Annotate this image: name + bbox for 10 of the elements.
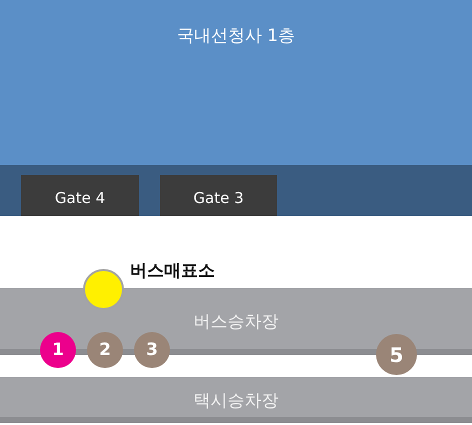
gate-sign: Gate 3: [160, 175, 277, 216]
circle-marker-icon: [83, 269, 124, 310]
gate-sign: Gate 4: [21, 175, 139, 216]
numbered-marker: 2: [87, 332, 123, 368]
numbered-marker: 5: [376, 334, 417, 375]
building-title: 국내선청사 1층: [176, 25, 296, 47]
terminal-building: [0, 0, 472, 216]
taxi-platform-band: 택시승차장: [0, 377, 472, 423]
numbered-marker: 1: [40, 332, 76, 368]
marker-label: 버스매표소: [130, 260, 215, 283]
